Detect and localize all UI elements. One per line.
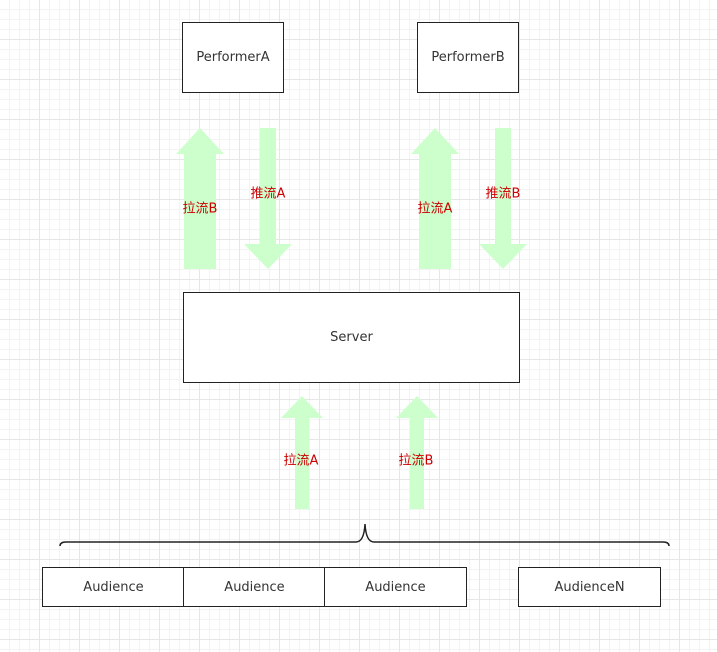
- audience-label-n: AudienceN: [554, 579, 625, 595]
- server-node[interactable]: Server: [183, 292, 520, 383]
- push-a-label: 推流A: [250, 186, 286, 202]
- audience-pull-b-label: 拉流B: [398, 453, 434, 469]
- pull-b-label: 拉流B: [182, 201, 218, 217]
- push-b-label: 推流B: [485, 186, 521, 202]
- audience-node-n[interactable]: AudienceN: [518, 567, 661, 607]
- audience-node-2[interactable]: Audience: [183, 567, 326, 607]
- performer-b-label: PerformerB: [431, 50, 505, 65]
- performer-a-label: PerformerA: [196, 50, 270, 65]
- performer-b-node[interactable]: PerformerB: [417, 22, 519, 93]
- audience-pull-a-label: 拉流A: [283, 453, 319, 469]
- audience-pull-a-arrow: [281, 396, 323, 509]
- server-label: Server: [330, 330, 373, 345]
- performer-a-node[interactable]: PerformerA: [182, 22, 284, 93]
- push-b-down-arrow: [479, 128, 527, 269]
- pull-a-label: 拉流A: [417, 201, 453, 217]
- audience-label-2: Audience: [224, 579, 285, 595]
- audience-label-3: Audience: [365, 579, 426, 595]
- audience-label-1: Audience: [83, 579, 144, 595]
- audience-node-3[interactable]: Audience: [324, 567, 467, 607]
- pull-b-up-arrow: [176, 128, 224, 269]
- push-a-down-arrow: [244, 128, 292, 269]
- audience-node-1[interactable]: Audience: [42, 567, 185, 607]
- audience-pull-b-arrow: [396, 396, 438, 509]
- pull-a-up-arrow: [411, 128, 459, 269]
